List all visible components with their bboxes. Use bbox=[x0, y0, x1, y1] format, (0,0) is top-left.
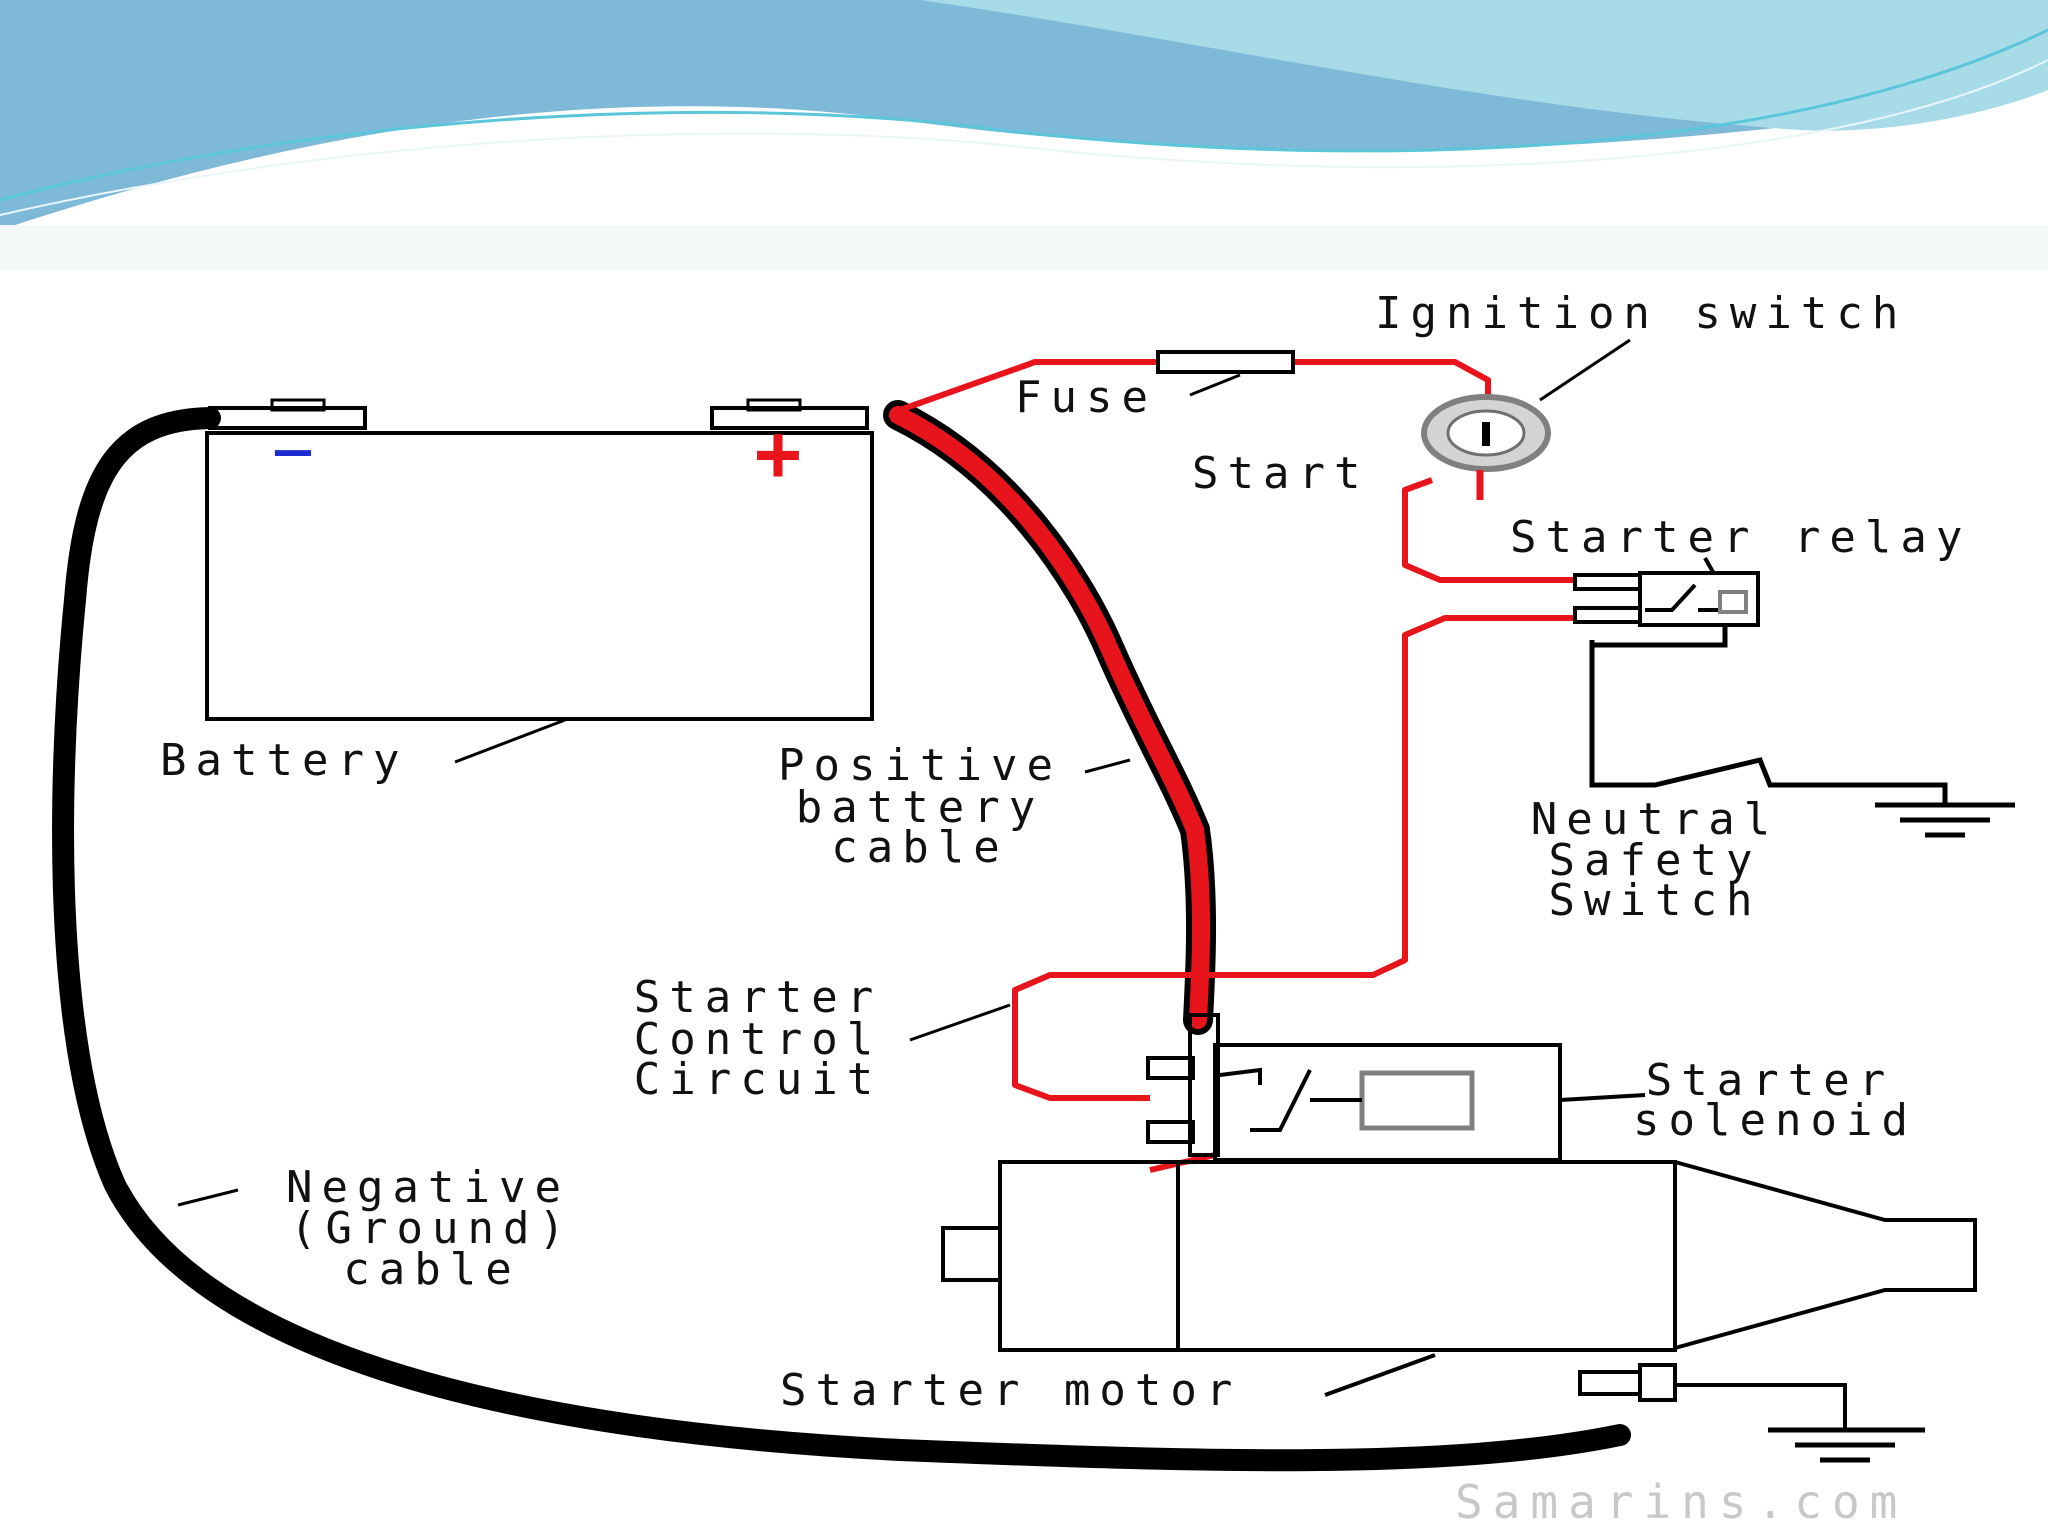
label-ignition-switch: Ignition switch bbox=[1375, 288, 1907, 339]
label-fuse: Fuse bbox=[1015, 372, 1157, 423]
solenoid-terminal-1 bbox=[1146, 1056, 1195, 1080]
wire-battery-to-fuse bbox=[898, 359, 1158, 413]
starter-relay bbox=[1573, 557, 1760, 627]
label-starter-motor: Starter motor bbox=[780, 1365, 1241, 1416]
starter-relay-terminal-bottom bbox=[1573, 606, 1642, 624]
starter-relay-contact bbox=[1645, 583, 1720, 612]
starter-motor-ground-wire bbox=[1675, 1383, 1847, 1430]
battery-body bbox=[205, 431, 874, 721]
label-battery: Battery bbox=[160, 735, 408, 786]
label-negative-3: cable bbox=[343, 1244, 520, 1295]
starter-motor-nose bbox=[1674, 1160, 1977, 1350]
banner-fade bbox=[0, 225, 2048, 270]
header-banner bbox=[0, 0, 2048, 270]
label-positive-cable-1: Positive bbox=[778, 740, 1062, 791]
relay-coil-feed bbox=[1592, 625, 1728, 648]
positive-cable-outline bbox=[883, 400, 1217, 1035]
starter-motor-ground-post bbox=[1578, 1370, 1642, 1396]
positive-battery-cable bbox=[883, 400, 1217, 1035]
neutral-safety-switch bbox=[1589, 625, 1948, 805]
wire-relay-to-solenoid bbox=[1012, 615, 1575, 1101]
label-positive-cable-3: cable bbox=[831, 822, 1008, 873]
label-control-1: Starter bbox=[634, 972, 882, 1023]
starter-solenoid-terminal-block bbox=[1188, 1013, 1220, 1157]
solenoid-leader bbox=[1559, 1093, 1646, 1102]
label-negative-2: (Ground) bbox=[290, 1203, 574, 1254]
watermark: Samarins.com bbox=[1455, 1475, 1907, 1529]
banner-wave-highlight-2 bbox=[0, 59, 2048, 216]
battery-positive-terminal-cap bbox=[746, 398, 802, 412]
negative-cable-leader bbox=[177, 1188, 239, 1207]
battery-leader bbox=[454, 718, 566, 764]
starter-motor-ground-terminal bbox=[1638, 1363, 1677, 1402]
label-neutral-2: Safety bbox=[1549, 835, 1762, 886]
label-control-3: Circuit bbox=[634, 1054, 882, 1105]
fuse bbox=[1156, 350, 1295, 374]
wire-ignition-start-to-relay bbox=[1402, 477, 1575, 583]
label-solenoid-2: solenoid bbox=[1633, 1095, 1917, 1146]
fuse-leader bbox=[1189, 373, 1241, 397]
starter-relay-terminal-top bbox=[1573, 573, 1642, 591]
ignition-switch-leader bbox=[1539, 338, 1631, 402]
starter-motor-shaft-end bbox=[941, 1226, 1002, 1282]
battery-negative-sign: − bbox=[272, 410, 314, 492]
battery-positive-sign: + bbox=[755, 409, 802, 499]
label-solenoid-1: Starter bbox=[1646, 1055, 1894, 1106]
ignition-switch bbox=[1421, 338, 1631, 500]
banner-wave-highlight bbox=[0, 28, 2048, 202]
ground-symbol-motor bbox=[1768, 1427, 1925, 1463]
battery: − + bbox=[205, 398, 874, 721]
label-positive-cable-2: battery bbox=[796, 782, 1044, 833]
starter-solenoid bbox=[1146, 1013, 1646, 1162]
ground-symbol-relay bbox=[1875, 802, 2015, 838]
starter-motor-body bbox=[998, 1160, 1677, 1352]
label-starter-relay: Starter relay bbox=[1510, 512, 1971, 563]
banner-wave-front bbox=[0, 0, 2048, 131]
control-circuit-leader bbox=[909, 1003, 1011, 1042]
starter-solenoid-body bbox=[1213, 1043, 1562, 1162]
positive-cable-core bbox=[889, 406, 1211, 1029]
starter-relay-leader bbox=[1703, 557, 1715, 573]
negative-ground-cable bbox=[52, 407, 1631, 1472]
battery-negative-terminal-cap bbox=[270, 398, 326, 412]
solenoid-contact bbox=[1219, 1067, 1362, 1132]
label-start: Start bbox=[1192, 448, 1369, 499]
starter-relay-box bbox=[1638, 571, 1760, 627]
label-control-2: Control bbox=[634, 1014, 882, 1065]
solenoid-terminal-2 bbox=[1146, 1120, 1195, 1144]
starter-motor bbox=[941, 1160, 1977, 1430]
label-neutral-1: Neutral bbox=[1531, 794, 1779, 845]
starter-motor-leader bbox=[1324, 1353, 1436, 1397]
starter-relay-coil bbox=[1718, 590, 1748, 614]
label-neutral-3: Switch bbox=[1549, 875, 1762, 926]
starter-solenoid-coil bbox=[1359, 1070, 1475, 1131]
neutral-safety-wire bbox=[1589, 640, 1948, 805]
positive-cable-leader bbox=[1084, 758, 1131, 774]
leader-lines bbox=[177, 718, 1131, 1207]
label-negative-1: Negative bbox=[286, 1162, 570, 1213]
battery-positive-terminal bbox=[710, 406, 869, 430]
